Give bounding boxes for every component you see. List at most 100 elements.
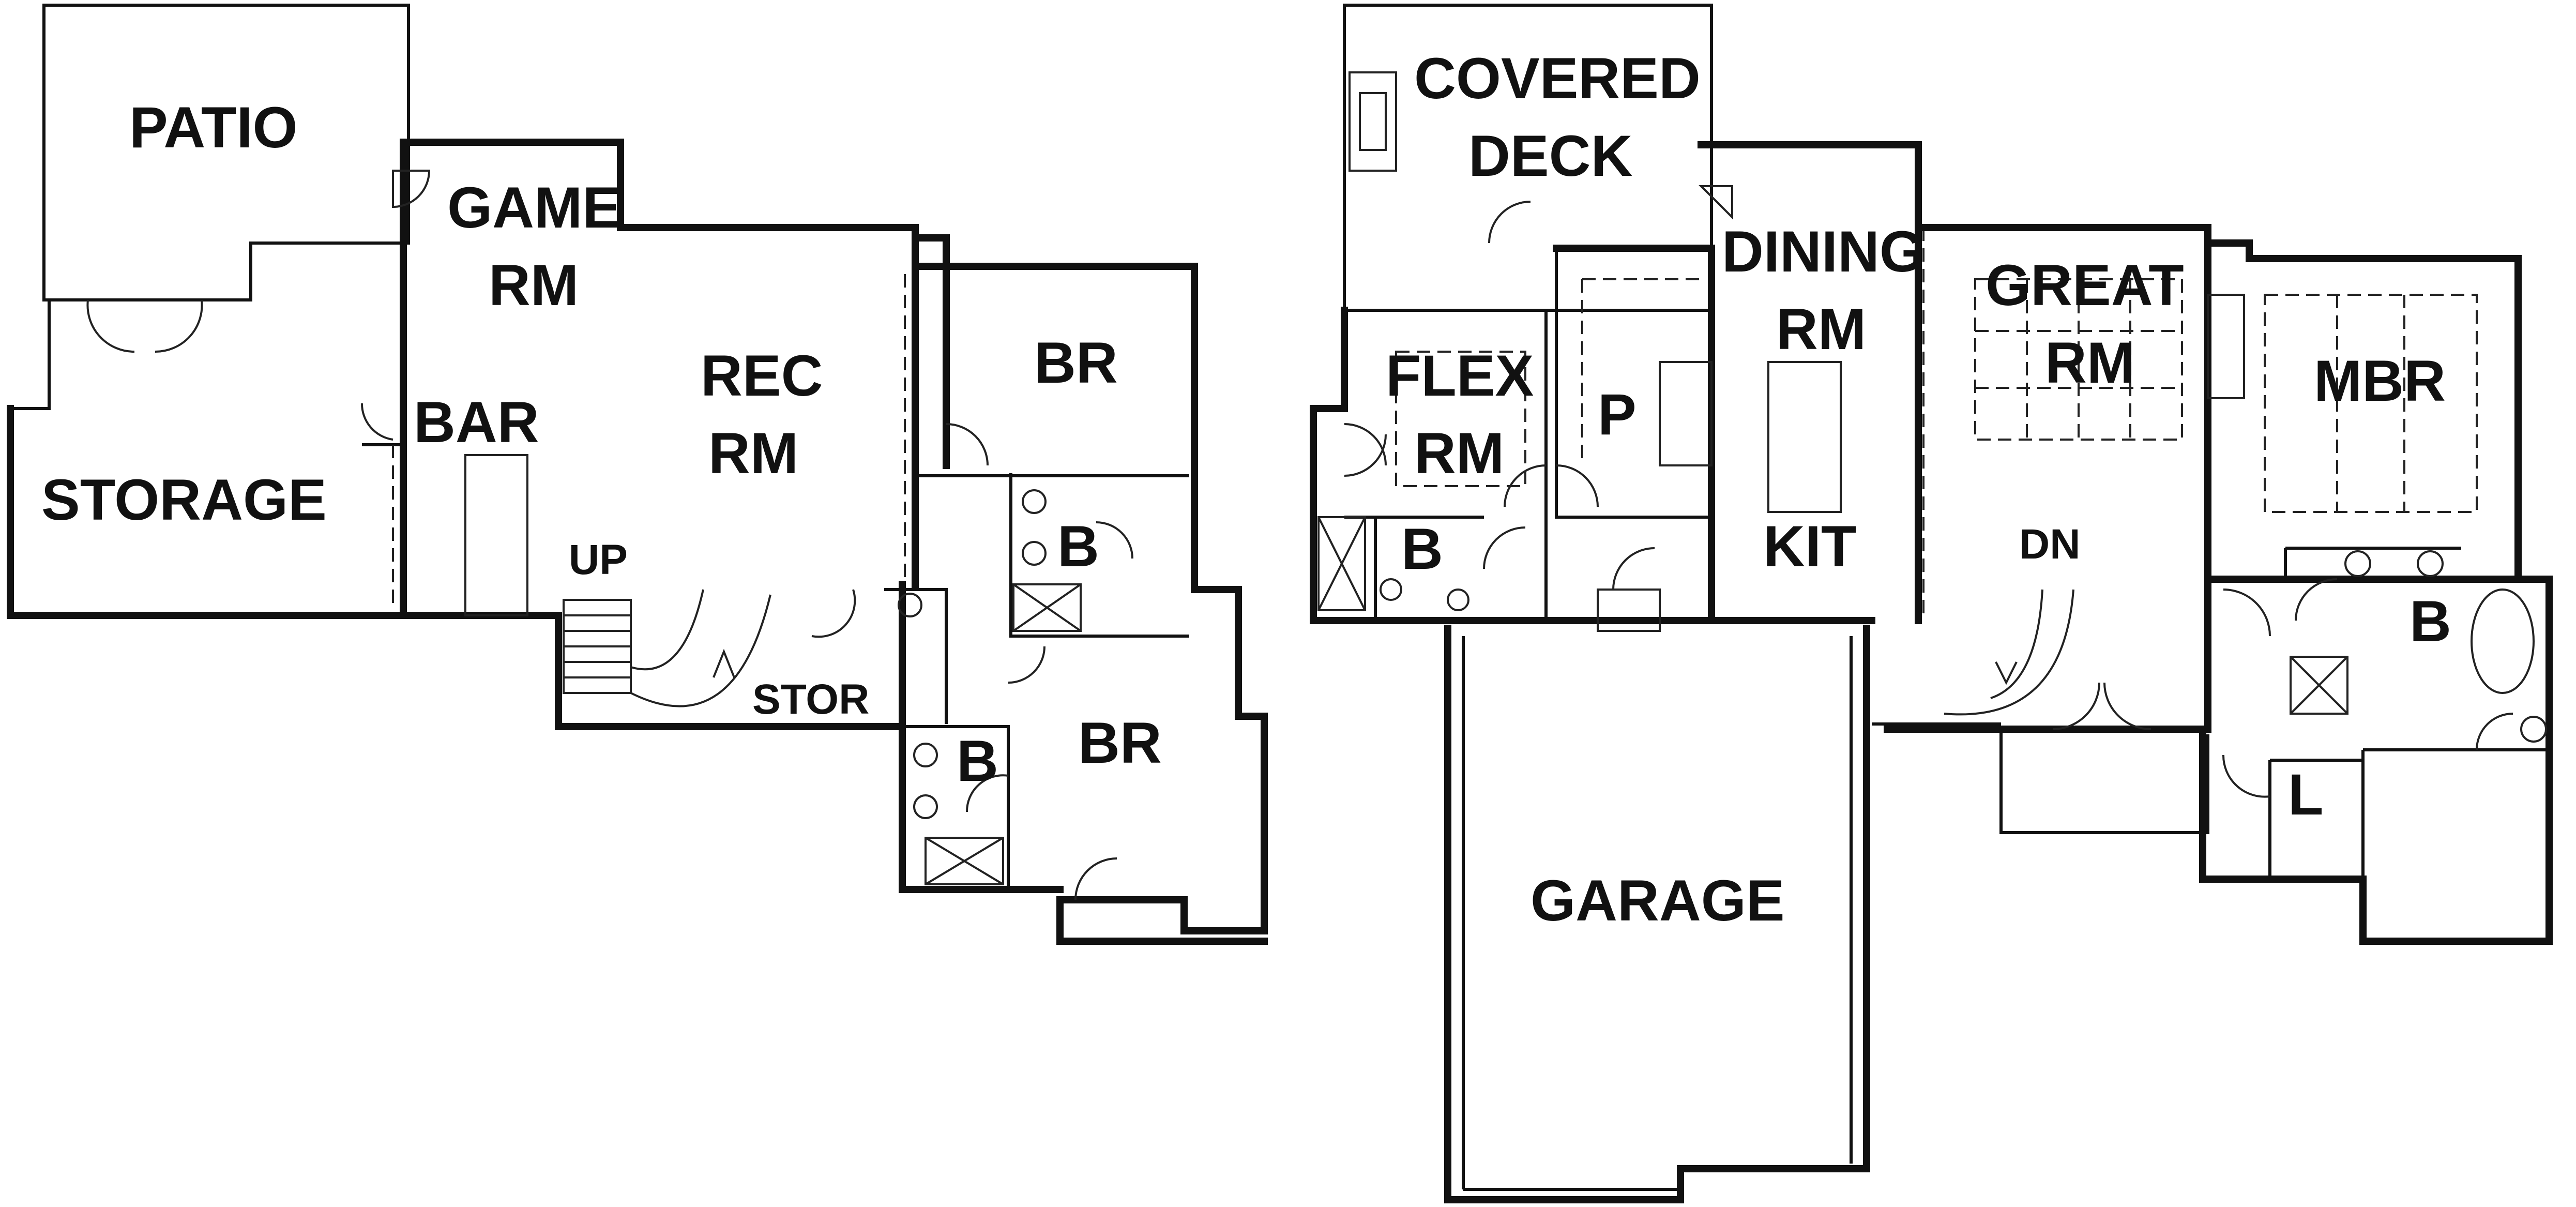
flex-dashed (1395, 351, 1526, 487)
bar-partition (362, 443, 405, 615)
label-great-rm-1: GREAT (1986, 253, 2184, 318)
door-game (392, 170, 431, 208)
label-rec-rm-2: RM (708, 421, 798, 486)
bath-partition (1009, 473, 1189, 638)
label-bar: BAR (414, 390, 539, 455)
door-bar (360, 403, 393, 441)
great-walls (1884, 224, 2211, 733)
stair-curve (630, 589, 771, 707)
toilet-2 (913, 743, 938, 767)
label-patio: PATIO (129, 95, 298, 160)
tub-lower (925, 837, 1004, 885)
label-flex-rm-2: RM (1414, 421, 1504, 486)
master-tub (2471, 589, 2535, 694)
great-fireplace (2207, 294, 2245, 399)
garage-walls (1444, 625, 1870, 1203)
label-bath-2: B (957, 729, 998, 793)
deck-fireplace (1348, 71, 1397, 172)
rec-br-partition (912, 234, 950, 469)
label-bath-1: B (1057, 514, 1099, 579)
label-covered-deck-2: DECK (1468, 124, 1632, 188)
door-flex (1344, 423, 1387, 477)
master-sink-1 (2344, 550, 2371, 577)
door-br-closet (1074, 857, 1117, 900)
door-hall (1612, 547, 1655, 590)
lower-level-plan (7, 4, 1268, 945)
label-pantry: P (1598, 382, 1636, 447)
flex-bath-sink (1447, 589, 1469, 611)
label-flex-rm-1: FLEX (1386, 343, 1534, 408)
door-pantry (1556, 464, 1599, 507)
door-flex-bath (1483, 526, 1526, 569)
kitchen-island (1767, 361, 1842, 513)
label-garage: GARAGE (1531, 868, 1785, 933)
pantry-inner (1555, 248, 1711, 519)
label-master-bath: B (2410, 589, 2451, 654)
master-toilet (2520, 716, 2547, 743)
patio-outline (42, 4, 410, 301)
label-dn: DN (2019, 521, 2080, 568)
laundry-door (2222, 755, 2270, 798)
label-flex-bath: B (1401, 517, 1443, 581)
label-mbr: MBR (2314, 349, 2446, 413)
range (1659, 361, 1713, 466)
master-bath-inner (2284, 547, 2549, 941)
mbr-dashed (2264, 294, 2478, 513)
garage-inner (1462, 636, 1853, 1189)
stair-arrow (713, 648, 735, 678)
flex-walls (1310, 307, 1875, 624)
label-covered-deck-1: COVERED (1414, 46, 1701, 111)
stor-fixture (898, 593, 922, 617)
great-dashed-box (1974, 278, 2183, 441)
master-shower (2290, 656, 2348, 715)
label-br-lower: BR (1078, 711, 1162, 775)
master-doors (2223, 578, 2513, 750)
main-level-plan (1310, 4, 2553, 1203)
door-bath-2 (965, 774, 1009, 812)
storage-walls (7, 239, 407, 619)
foyer-doors (2052, 682, 2151, 730)
label-rec-rm-1: REC (701, 343, 823, 408)
tub-upper (1012, 583, 1082, 632)
pantry-walls (1553, 245, 1715, 624)
label-dining-rm-2: RM (1776, 297, 1866, 361)
sink-2 (913, 794, 938, 819)
flex-closet (1317, 516, 1366, 611)
label-stor: STOR (752, 676, 869, 723)
flex-bath-walls (1344, 516, 1484, 621)
label-game-rm-1: GAME (447, 175, 621, 240)
label-game-rm-2: RM (489, 253, 579, 318)
stair-dn-arrow (1995, 661, 2018, 685)
hall-stair (1597, 589, 1661, 632)
label-kit: KIT (1763, 514, 1856, 579)
label-dining-rm-1: DINING (1722, 219, 1925, 284)
stor-partition (884, 588, 948, 724)
mbr-walls (2209, 239, 2522, 578)
master-bath-walls (2199, 576, 2553, 945)
bar-counter (464, 454, 528, 616)
pantry-dashed (1581, 278, 1701, 465)
label-storage: STORAGE (41, 467, 327, 532)
stair-straight (563, 599, 632, 694)
master-sink-2 (2417, 550, 2444, 577)
label-laundry: L (2288, 762, 2323, 827)
stair-dn (1944, 589, 2074, 716)
label-great-rm-2: RM (2045, 330, 2135, 395)
door-br-upper (946, 423, 989, 466)
door-stor (811, 589, 856, 638)
patio-doors (86, 299, 203, 353)
sink-1 (1022, 541, 1047, 566)
foyer-walls (1872, 722, 2209, 834)
dining-walls (1698, 141, 1922, 624)
label-br-upper: BR (1034, 330, 1118, 395)
br-upper-walls (912, 263, 1268, 945)
flex-inner (1344, 309, 1548, 621)
door-deck (1488, 185, 1733, 244)
door-bath-1 (1096, 521, 1133, 559)
label-up: UP (569, 536, 628, 583)
flex-bath-toilet (1380, 578, 1402, 601)
lower-outer-walls (400, 139, 919, 588)
toilet-1 (1022, 489, 1047, 514)
room-labels: PATIO STORAGE GAME RM BAR REC RM UP STOR… (41, 46, 2451, 933)
